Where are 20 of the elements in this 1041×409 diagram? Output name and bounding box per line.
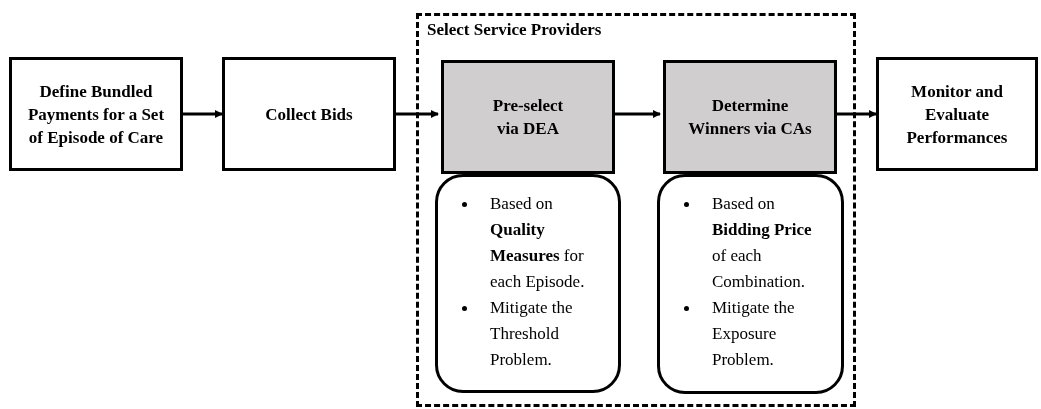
process-box (441, 60, 615, 174)
arrow (183, 110, 223, 118)
step-label: Define Bundled Payments for a Set of Episode of Care (26, 80, 166, 149)
step-label: Collect Bids (265, 103, 353, 126)
group-heading: Select Service Providers (427, 19, 602, 41)
bullet-text: Mitigate the Threshold Problem. (490, 297, 574, 371)
step-label: Determine Winners via CAs (687, 95, 813, 140)
bullet-text: Based on Bidding Price of each Combination. (712, 193, 813, 293)
step-label: Monitor and Evaluate Performances (905, 80, 1009, 149)
bullet-text: Based on Quality Measures for each Episode. (490, 193, 586, 293)
note-box (657, 174, 844, 394)
step-label: Pre-select via DEA (491, 95, 565, 140)
arrow (396, 110, 439, 118)
process-box (9, 57, 183, 171)
process-box (222, 57, 396, 171)
group-frame (416, 13, 856, 407)
bullet-text: Mitigate the Exposure Problem. (712, 297, 796, 371)
process-box (876, 57, 1038, 171)
note-box (435, 174, 621, 393)
process-box (663, 60, 837, 174)
